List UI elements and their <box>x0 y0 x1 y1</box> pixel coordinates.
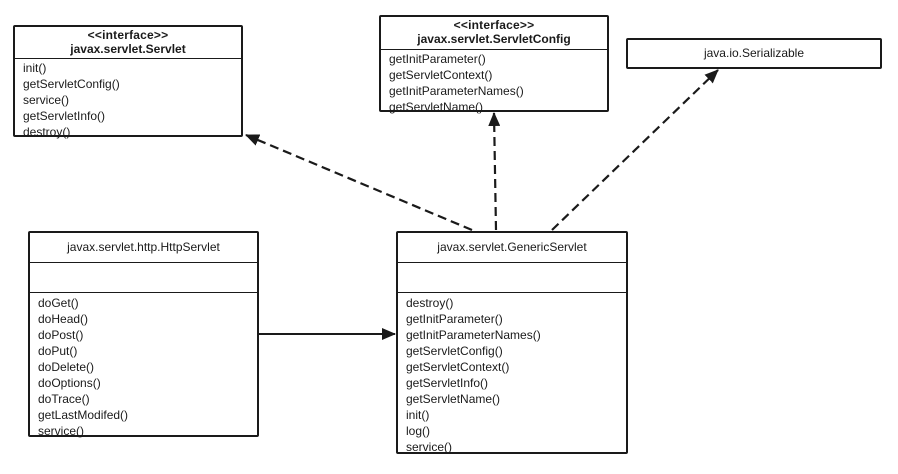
method-item: init() <box>23 61 47 75</box>
servlet-header: <<interface>> javax.servlet.Servlet <box>15 27 241 58</box>
servlet-name: javax.servlet.Servlet <box>70 42 186 56</box>
servletconfig-methods: getInitParameter() getServletContext() g… <box>381 50 607 115</box>
genericservlet-class-box[interactable]: javax.servlet.GenericServlet destroy() g… <box>396 231 628 454</box>
realization-arrow-to-servlet <box>245 133 473 232</box>
servletconfig-interface-box[interactable]: <<interface>> javax.servlet.ServletConfi… <box>379 15 609 115</box>
method-item: service() <box>406 440 453 454</box>
servlet-stereotype: <<interface>> <box>87 28 169 42</box>
realization-arrow-to-serializable <box>551 69 719 231</box>
method-item: destroy() <box>23 125 71 139</box>
servlet-methods: init() getServletConfig() service() getS… <box>15 59 241 140</box>
httpservlet-attributes <box>30 263 257 292</box>
method-item: getServletConfig() <box>23 77 120 91</box>
method-item: getServletContext() <box>389 68 493 82</box>
httpservlet-name: javax.servlet.http.HttpServlet <box>67 240 220 254</box>
method-item: getServletInfo() <box>406 376 489 390</box>
method-item: doDelete() <box>38 360 95 374</box>
servletconfig-name: javax.servlet.ServletConfig <box>417 32 571 46</box>
method-item: log() <box>406 424 431 438</box>
method-item: service() <box>38 424 85 438</box>
method-item: getServletName() <box>406 392 501 406</box>
method-item: doPost() <box>38 328 84 342</box>
method-item: doPut() <box>38 344 78 358</box>
method-item: doHead() <box>38 312 89 326</box>
method-item: doOptions() <box>38 376 101 390</box>
method-item: destroy() <box>406 296 454 310</box>
servlet-interface-box[interactable]: <<interface>> javax.servlet.Servlet init… <box>13 25 243 140</box>
method-item: doTrace() <box>38 392 90 406</box>
method-item: getInitParameter() <box>389 52 486 66</box>
servletconfig-stereotype: <<interface>> <box>453 18 535 32</box>
genericservlet-name: javax.servlet.GenericServlet <box>437 240 587 254</box>
genericservlet-attributes <box>398 263 626 292</box>
method-item: doGet() <box>38 296 79 310</box>
genericservlet-methods: destroy() getInitParameter() getInitPara… <box>398 293 626 455</box>
method-item: init() <box>406 408 430 422</box>
servletconfig-header: <<interface>> javax.servlet.ServletConfi… <box>381 17 607 49</box>
method-item: getServletContext() <box>406 360 510 374</box>
realization-arrow-to-servletconfig <box>488 112 501 231</box>
httpservlet-class-box[interactable]: javax.servlet.http.HttpServlet doGet() d… <box>28 231 259 439</box>
method-item: getInitParameter() <box>406 312 503 326</box>
serializable-name: java.io.Serializable <box>703 46 805 60</box>
serializable-interface-box[interactable]: java.io.Serializable <box>626 38 882 69</box>
method-item: getLastModifed() <box>38 408 129 422</box>
method-item: getServletConfig() <box>406 344 503 358</box>
httpservlet-methods: doGet() doHead() doPost() doPut() doDele… <box>30 293 257 439</box>
method-item: getInitParameterNames() <box>389 84 524 98</box>
method-item: service() <box>23 93 70 107</box>
method-item: getServletName() <box>389 100 484 114</box>
method-item: getServletInfo() <box>23 109 106 123</box>
method-item: getInitParameterNames() <box>406 328 541 342</box>
